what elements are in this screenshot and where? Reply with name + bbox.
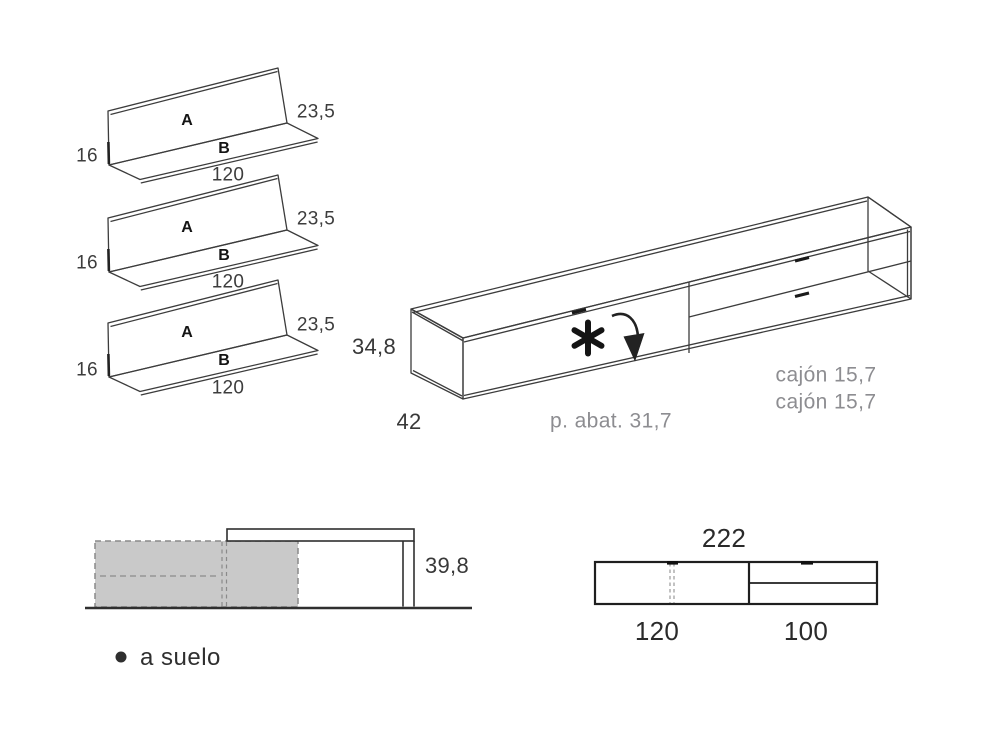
front-view-left-width-dim: 120	[634, 616, 680, 646]
cabinet-depth-dim: 42	[396, 409, 422, 434]
shelf1-height-dim: 16	[76, 145, 98, 167]
shelf3-height-dim: 16	[76, 359, 98, 381]
floor-legend-label: a suelo	[140, 644, 221, 671]
legend-bullet-icon	[115, 651, 127, 663]
cabinet-height-dim: 34,8	[351, 334, 397, 359]
lowboard-3d-drawing	[410, 196, 912, 400]
flap-open-arrow-icon	[611, 312, 645, 362]
front-view-drawing	[593, 560, 879, 606]
front-view-right-width-dim: 100	[783, 616, 829, 646]
drawer2-handle-icon	[794, 291, 810, 299]
shelf3-depth-dim: 23,5	[296, 314, 336, 336]
side-view-height-dim: 39,8	[424, 553, 470, 578]
shelf2-depth-dim: 23,5	[296, 208, 336, 230]
shelf1-panel-label: A	[181, 112, 193, 129]
shelf1-shelf-label: B	[218, 140, 230, 157]
shelf2-shelf-label: B	[218, 247, 230, 264]
drawer1-handle-icon	[794, 255, 810, 263]
shelf2-height-dim: 16	[76, 252, 98, 274]
drawer2-label: cajón 15,7	[775, 390, 877, 414]
shelf1-width-dim: 120	[211, 164, 245, 186]
flap-door-label: p. abat. 31,7	[550, 409, 672, 433]
front-view-flap-handle-icon	[667, 561, 678, 565]
side-view-drawing	[85, 528, 472, 663]
shelf3-panel-label: A	[181, 324, 193, 341]
drawer1-label: cajón 15,7	[775, 363, 877, 387]
front-view-drawer-handle-icon	[801, 561, 813, 565]
shelf3-width-dim: 120	[211, 377, 245, 399]
side-view-module-ghost	[94, 540, 299, 608]
flap-asterisk-icon	[571, 319, 605, 357]
front-view-total-width-dim: 222	[701, 523, 747, 553]
shelf2-panel-label: A	[181, 219, 193, 236]
shelf2-width-dim: 120	[211, 271, 245, 293]
side-view-top-panel	[226, 528, 415, 542]
flap-handle-icon	[571, 307, 587, 315]
shelf1-depth-dim: 23,5	[296, 101, 336, 123]
shelf3-shelf-label: B	[218, 352, 230, 369]
